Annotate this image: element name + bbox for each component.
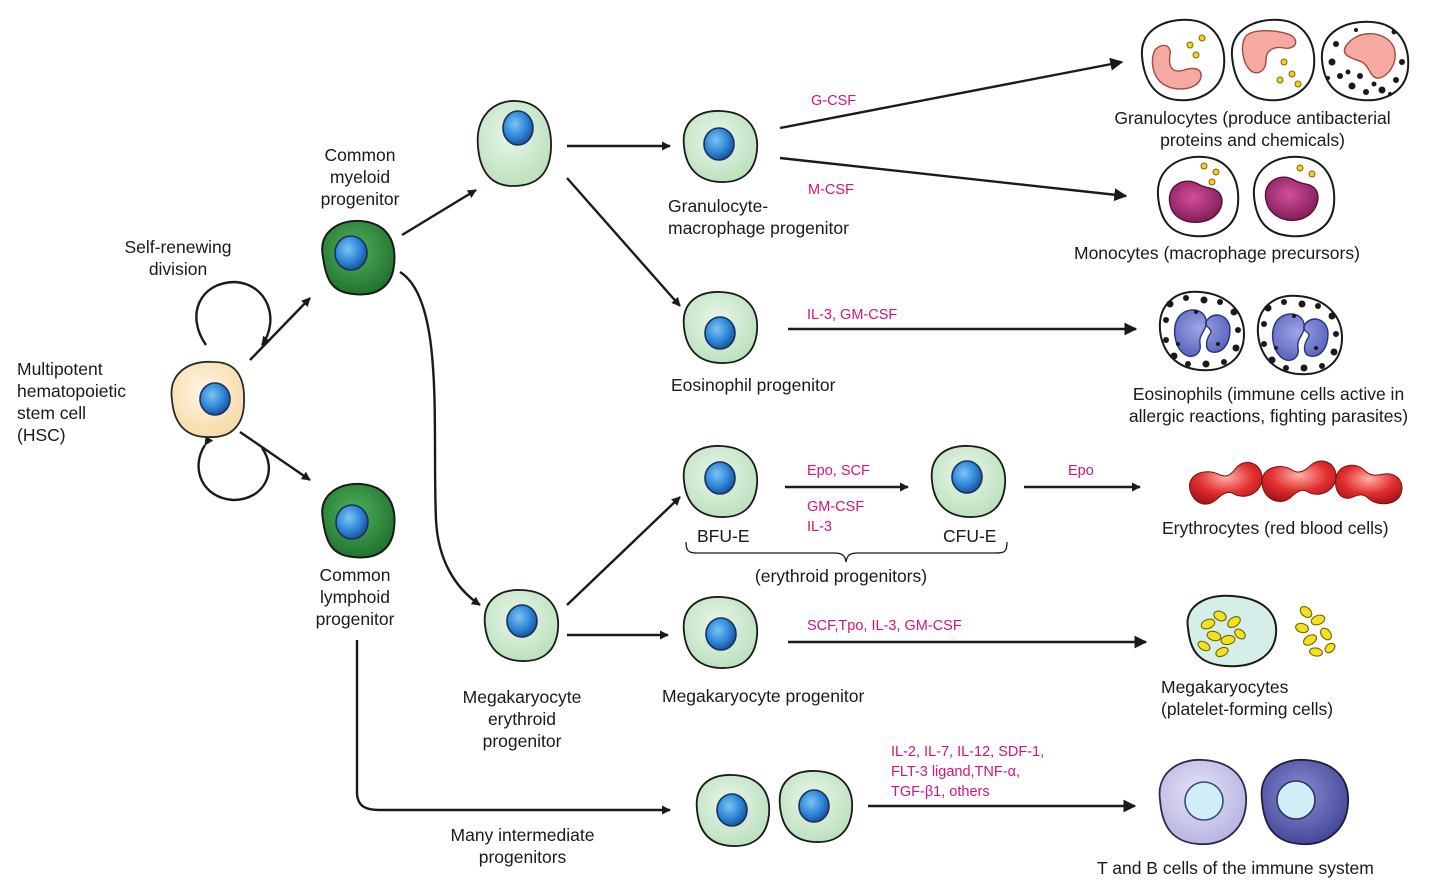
arrow-mep-to-bfu [566, 496, 681, 606]
gmp-label-line-2: macrophage progenitor [668, 218, 849, 238]
self-renewing-line-2: division [148, 259, 208, 279]
eosinophils-label: Eosinophils (immune cells active in alle… [1096, 383, 1441, 427]
cytokine-bfu-to-cfu-top: Epo, SCF [807, 463, 870, 479]
granulocyte-cell-3 [1320, 20, 1410, 102]
t-cell [1158, 759, 1247, 845]
megakaryocyte-cell [1186, 594, 1278, 668]
cytokine-gm-csf: GM-CSF [807, 499, 865, 515]
hsc-label: Multipotent hematopoietic stem cell (HSC… [17, 358, 126, 446]
erythroid-brace [685, 541, 1008, 563]
cytokine-epo: Epo [1068, 463, 1094, 479]
megakaryocytes-label: Megakaryocytes (platelet-forming cells) [1161, 676, 1333, 720]
intermediate-progenitors-label: Many intermediate progenitors [420, 824, 625, 868]
hsc-label-line-3: stem cell [17, 403, 87, 423]
gmp-label: Granulocyte- macrophage progenitor [668, 195, 849, 239]
arrow-hsc-to-clp [239, 431, 311, 481]
erythrocyte-3 [1335, 464, 1403, 505]
gmp-label-line-1: Granulocyte- [668, 196, 769, 216]
clp-label-line-3: progenitor [315, 609, 395, 629]
cells [170, 18, 1410, 847]
arrow-hsc-to-cmp [249, 297, 311, 361]
eosinophil-cell-2 [1256, 294, 1344, 376]
b-cell [1260, 759, 1349, 845]
myeloid-progenitor-cell [476, 100, 552, 187]
arrow-to-monocytes [779, 156, 1128, 202]
bfu-e-cell [682, 445, 758, 518]
cytokine-lymphoid: IL-2, IL-7, IL-12, SDF-1, FLT-3 ligand,T… [891, 742, 1044, 802]
arrow-to-eos-progenitor [566, 177, 681, 307]
eosinophil-progenitor-label: Eosinophil progenitor [671, 375, 836, 395]
mep-label: Megakaryocyte erythroid progenitor [442, 686, 602, 752]
cytokine-lymphoid-line-2: FLT-3 ligand,TNF-α, [891, 764, 1020, 780]
self-renewing-line-1: Self-renewing [124, 237, 232, 257]
granulocyte-cell-1 [1140, 18, 1226, 102]
self-renew-loop-lower [197, 435, 271, 502]
granulocytes-label-line-1: Granulocytes (produce antibacterial [1114, 108, 1391, 128]
cmp-label-line-1: Common [324, 145, 396, 165]
eosinophil-cell-1 [1158, 290, 1246, 372]
arrow-to-granulocytes [779, 57, 1124, 130]
eosinophils-label-line-1: Eosinophils (immune cells active in [1132, 384, 1405, 404]
cmp-label-line-3: progenitor [320, 189, 400, 209]
eosinophils-label-line-2: allergic reactions, fighting parasites) [1128, 406, 1409, 426]
cmp-cell [321, 219, 396, 296]
erythrocyte-2 [1261, 460, 1337, 502]
arrow-cmp-to-mep [399, 270, 481, 606]
intermediate-label-line-2: progenitors [478, 847, 567, 867]
mep-label-line-3: progenitor [482, 731, 562, 751]
megakaryocyte-progenitor-label: Megakaryocyte progenitor [662, 686, 865, 706]
granulocyte-cell-2 [1230, 18, 1316, 102]
platelets [1295, 606, 1336, 657]
gmp-cell [682, 110, 758, 183]
intermediate-progenitor-cell-2 [778, 770, 853, 843]
cytokine-bfu-to-cfu-bottom: GM-CSF IL-3 [807, 497, 864, 537]
cytokine-m-csf: M-CSF [808, 182, 854, 198]
cfu-e-label: CFU-E [943, 526, 997, 546]
megakaryocyte-progenitor-cell [682, 596, 758, 669]
hsc-label-line-2: hematopoietic [17, 381, 126, 401]
eosinophil-progenitor-cell [682, 291, 758, 364]
megakaryocytes-label-line-2: (platelet-forming cells) [1161, 699, 1334, 719]
granulocytes-label: Granulocytes (produce antibacterial prot… [1080, 107, 1425, 151]
hsc-label-line-1: Multipotent [17, 359, 103, 379]
cmp-label: Common myeloid progenitor [290, 144, 430, 210]
cytokine-il-3: IL-3 [807, 519, 832, 535]
self-renewing-label: Self-renewing division [83, 236, 273, 280]
mep-cell [483, 589, 559, 662]
cytokine-lymphoid-line-1: IL-2, IL-7, IL-12, SDF-1, [891, 744, 1045, 760]
cmp-label-line-2: myeloid [329, 167, 391, 187]
t-b-cells-label: T and B cells of the immune system [1097, 858, 1374, 878]
arrow-cmp-to-myeloid [401, 188, 477, 237]
cytokine-g-csf: G-CSF [811, 93, 857, 109]
hsc-cell [170, 361, 245, 438]
arrows [195, 57, 1148, 815]
clp-label-line-2: lymphoid [319, 587, 391, 607]
megakaryocytes-label-line-1: Megakaryocytes [1161, 677, 1289, 697]
erythroid-progenitors-label: (erythroid progenitors) [754, 566, 928, 586]
self-renew-loop-upper [195, 280, 272, 346]
hsc-label-line-4: (HSC) [17, 425, 66, 445]
erythrocytes-label: Erythrocytes (red blood cells) [1162, 518, 1389, 538]
clp-label: Common lymphoid progenitor [285, 564, 425, 630]
monocytes-label: Monocytes (macrophage precursors) [1074, 243, 1360, 263]
bfu-e-label: BFU-E [697, 526, 750, 546]
mep-label-line-2: erythroid [487, 709, 557, 729]
intermediate-progenitor-cell-1 [695, 774, 770, 847]
granulocytes-label-line-2: proteins and chemicals) [1160, 130, 1345, 150]
cytokine-lymphoid-line-3: TGF-β1, others [891, 784, 990, 800]
intermediate-label-line-1: Many intermediate [450, 825, 595, 845]
monocyte-cell-1 [1156, 155, 1240, 238]
erythrocyte-1 [1189, 462, 1263, 505]
monocyte-cell-2 [1252, 155, 1336, 238]
cfu-e-cell [930, 445, 1006, 518]
arrow-clp-to-intermediate [355, 640, 671, 815]
cytokine-eosinophil: IL-3, GM-CSF [807, 307, 898, 323]
cytokine-megakaryocyte: SCF,Tpo, IL-3, GM-CSF [807, 618, 962, 634]
mep-label-line-1: Megakaryocyte [462, 687, 582, 707]
clp-cell [321, 482, 396, 559]
clp-label-line-1: Common [319, 565, 391, 585]
